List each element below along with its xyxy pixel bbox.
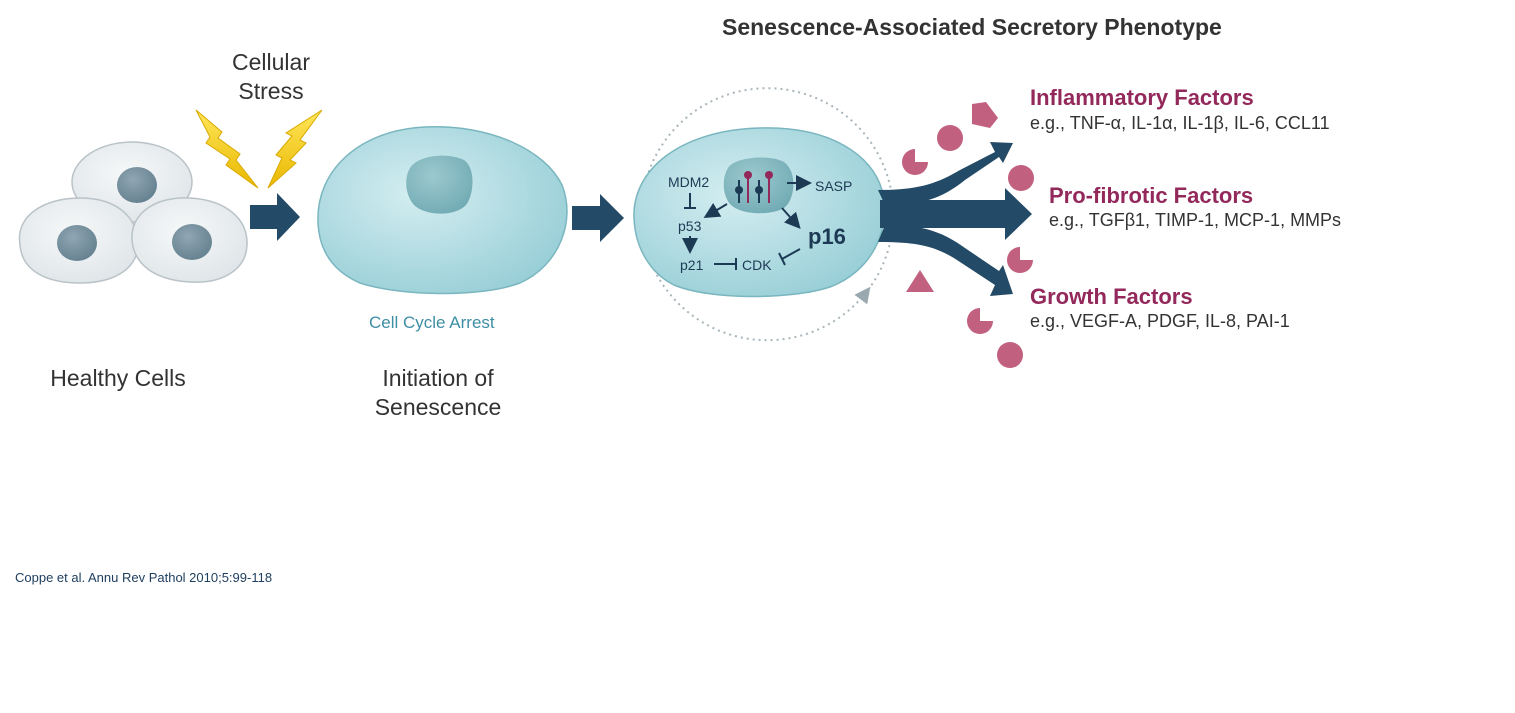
initiation-nucleus [406,155,473,214]
healthy-cells-group [18,141,248,284]
healthy-cell-nucleus [117,167,157,203]
factor-examples-inflammatory: e.g., TNF-α, IL-1α, IL-1β, IL-6, CCL11 [1030,113,1330,133]
lightning-icon [195,109,259,189]
pathway-cdk: CDK [742,257,772,273]
cell-cycle-arrest-label: Cell Cycle Arrest [369,313,495,332]
pathway-p53: p53 [678,218,702,234]
factor-heading-growth: Growth Factors [1030,284,1193,309]
healthy-cells-label: Healthy Cells [50,365,186,391]
progression-arrow [572,194,624,242]
cellular-stress-label: Cellular Stress [232,49,310,104]
pathway-p21: p21 [680,257,704,273]
dotted-cycle-ring [640,87,895,342]
factor-heading-profibrotic: Pro-fibrotic Factors [1049,183,1254,208]
factor-examples-growth: e.g., VEGF-A, PDGF, IL-8, PAI-1 [1030,311,1290,331]
pathway-sasp: SASP [815,178,853,194]
pathway-arrows [682,175,812,270]
chromatin-markers [735,171,773,203]
secretion-arrows [878,142,1032,296]
secreted-particles [902,102,1034,368]
pathway-p16: p16 [808,224,846,249]
pathway-mdm2: MDM2 [668,174,710,190]
citation: Coppe et al. Annu Rev Pathol 2010;5:99-1… [15,570,273,585]
healthy-cell-nucleus [57,225,97,261]
factor-examples-profibrotic: e.g., TGFβ1, TIMP-1, MCP-1, MMPs [1049,210,1342,230]
page-title: Senescence-Associated Secretory Phenotyp… [722,14,1222,40]
healthy-cell-nucleus [172,224,212,260]
factor-heading-inflammatory: Inflammatory Factors [1030,85,1254,110]
progression-arrow [250,193,300,241]
lightning-icon [267,109,323,189]
initiation-label: Initiation of Senescence [374,365,502,420]
